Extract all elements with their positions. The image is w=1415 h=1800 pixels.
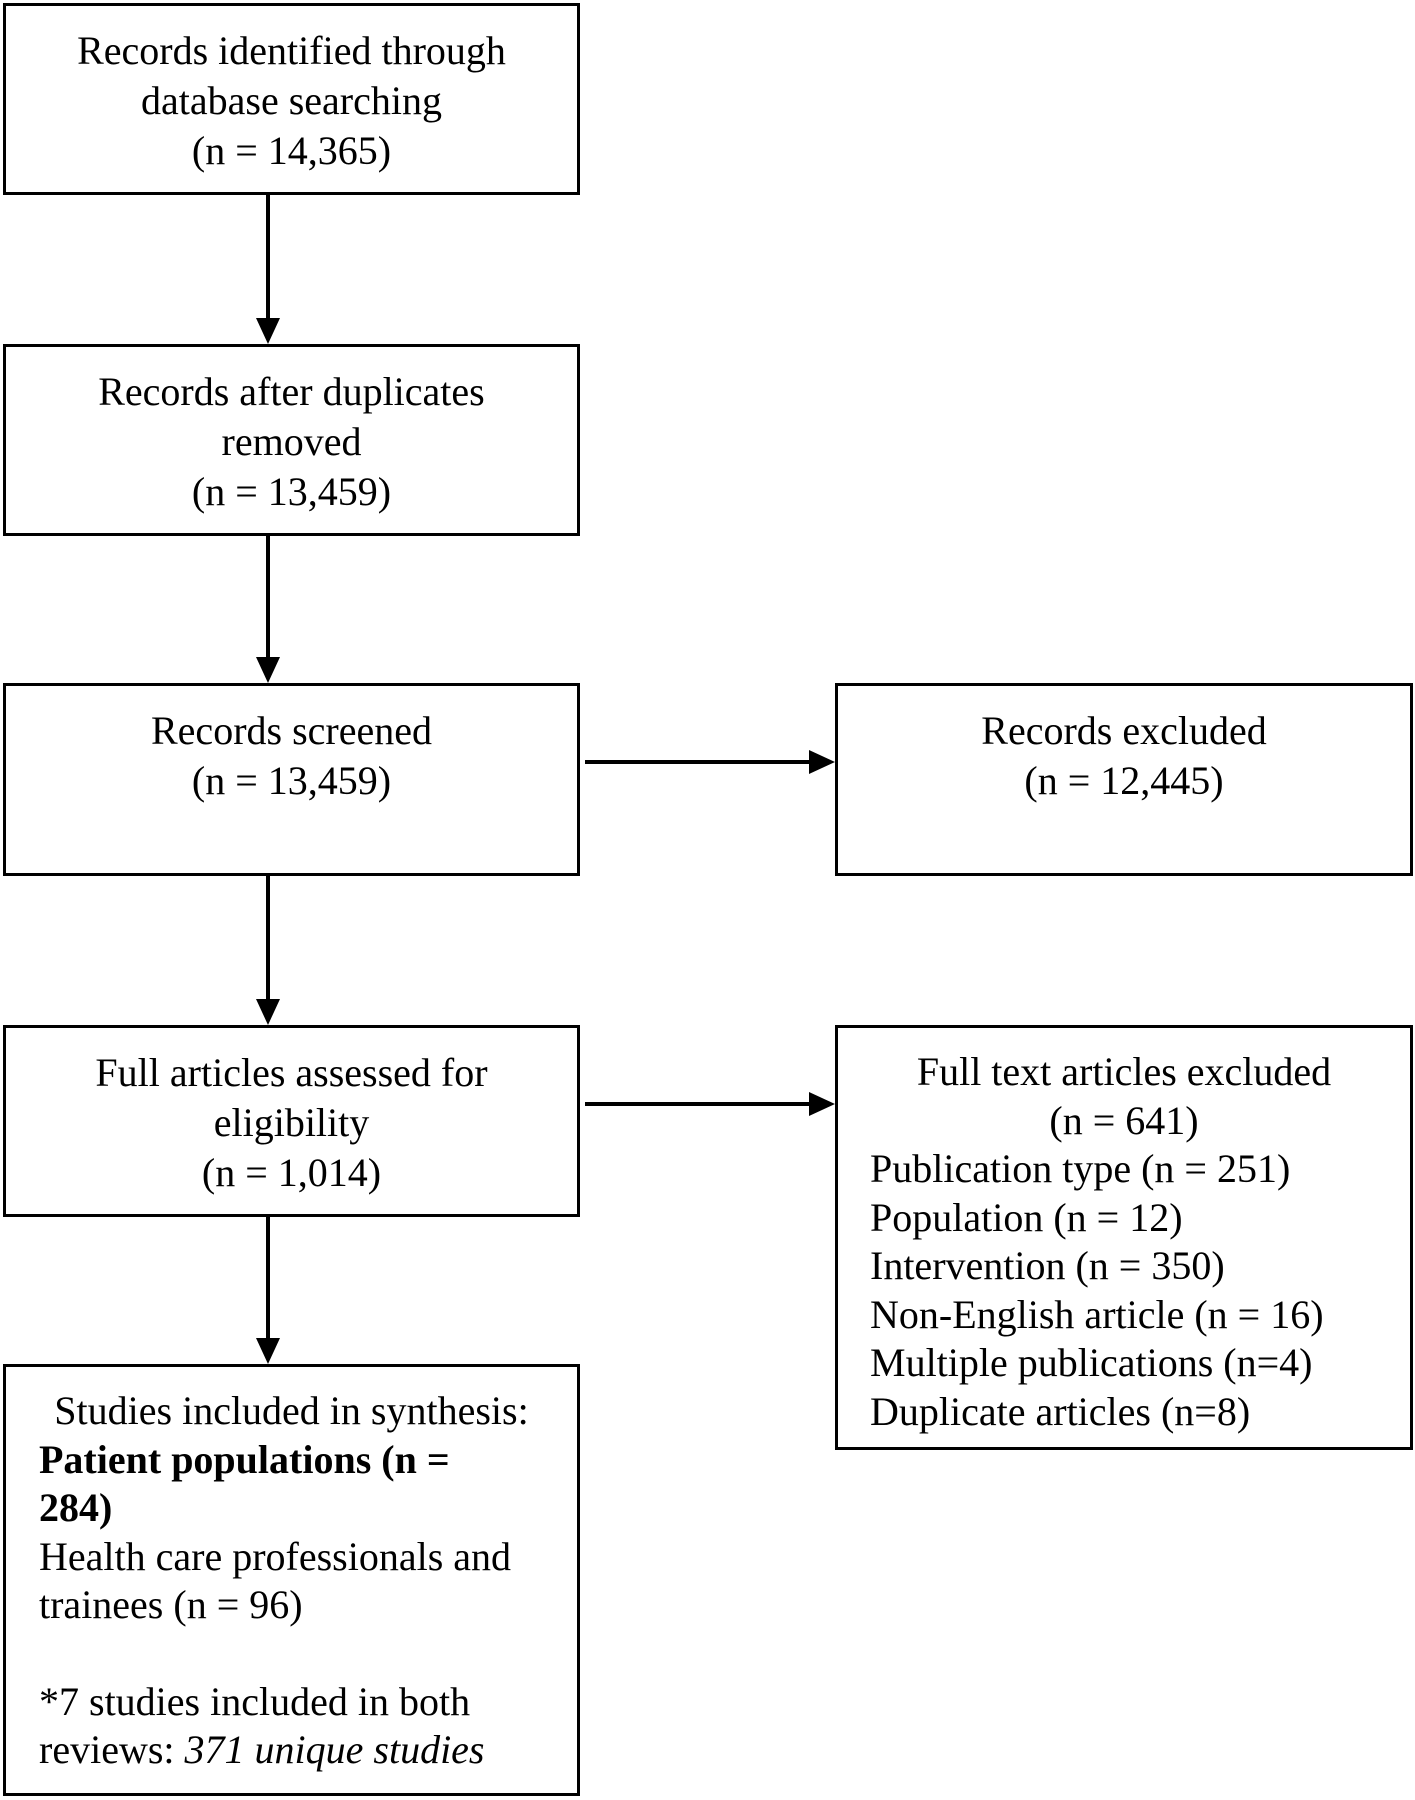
arrow-duplicates-to-screened: [256, 536, 280, 683]
exclusion-reason-item: Publication type (n = 251): [870, 1146, 1291, 1191]
records-excluded-label: Records excluded: [981, 708, 1267, 753]
full-text-excluded-count: (n = 641): [1049, 1097, 1199, 1143]
full-articles-assessed-label-line1: Full articles assessed for: [95, 1050, 488, 1095]
arrow-identified-to-duplicates: [256, 195, 280, 344]
spacer: [39, 1630, 567, 1678]
arrow-fulltext-to-excluded: [585, 1092, 835, 1116]
full-articles-assessed-box: Full articles assessed for eligibility (…: [3, 1025, 580, 1217]
patient-populations-line1: Patient populations (n =: [39, 1436, 450, 1482]
full-articles-assessed-label-line2: eligibility: [213, 1100, 370, 1145]
full-articles-assessed-count: (n = 1,014): [201, 1150, 382, 1195]
records-after-duplicates-label-line1: Records after duplicates: [98, 369, 485, 414]
records-identified-count: (n = 14,365): [191, 128, 392, 173]
health-care-professionals-line2: trainees (n = 96): [39, 1582, 303, 1627]
health-care-professionals-line1: Health care professionals and: [39, 1533, 512, 1579]
exclusion-reason-item: Multiple publications (n=4): [870, 1340, 1313, 1385]
records-identified-label-line1: Records identified through: [77, 28, 506, 73]
arrow-screened-to-fulltext: [256, 876, 280, 1025]
arrow-screened-to-excluded: [585, 750, 835, 774]
unique-studies-emphasis: 371 unique studies: [184, 1727, 485, 1772]
exclusion-reason-item: Intervention (n = 350): [870, 1243, 1225, 1288]
records-excluded-count: (n = 12,445): [1024, 758, 1224, 803]
studies-included-box: Studies included in synthesis: Patient p…: [3, 1364, 580, 1796]
overlap-note-line2: reviews: 371 unique studies: [39, 1726, 567, 1775]
overlap-note-line1: *7 studies included in both: [39, 1678, 471, 1724]
exclusion-reason-item: Duplicate articles (n=8): [870, 1388, 1251, 1434]
full-text-excluded-box: Full text articles excluded (n = 641) Pu…: [835, 1025, 1413, 1450]
records-screened-label: Records screened: [151, 708, 432, 753]
full-text-excluded-title: Full text articles excluded: [916, 1049, 1332, 1094]
records-identified-box: Records identified through database sear…: [3, 3, 580, 195]
exclusion-reason-item: Non-English article (n = 16): [870, 1291, 1324, 1337]
records-screened-count: (n = 13,459): [191, 758, 392, 803]
records-excluded-box: Records excluded (n = 12,445): [835, 683, 1413, 876]
exclusion-reason-item: Population (n = 12): [870, 1194, 1183, 1240]
records-after-duplicates-label-line2: removed: [221, 419, 362, 464]
records-after-duplicates-count: (n = 13,459): [191, 469, 392, 514]
arrow-fulltext-to-included: [256, 1217, 280, 1364]
patient-populations-line2: 284): [39, 1485, 113, 1530]
records-after-duplicates-box: Records after duplicates removed (n = 13…: [3, 344, 580, 536]
records-screened-box: Records screened (n = 13,459): [3, 683, 580, 876]
exclusion-reasons-list: Publication type (n = 251) Population (n…: [838, 1145, 1410, 1436]
records-identified-label-line2: database searching: [141, 78, 442, 123]
studies-included-title: Studies included in synthesis:: [54, 1388, 529, 1433]
overlap-note-prefix: reviews:: [39, 1727, 185, 1772]
